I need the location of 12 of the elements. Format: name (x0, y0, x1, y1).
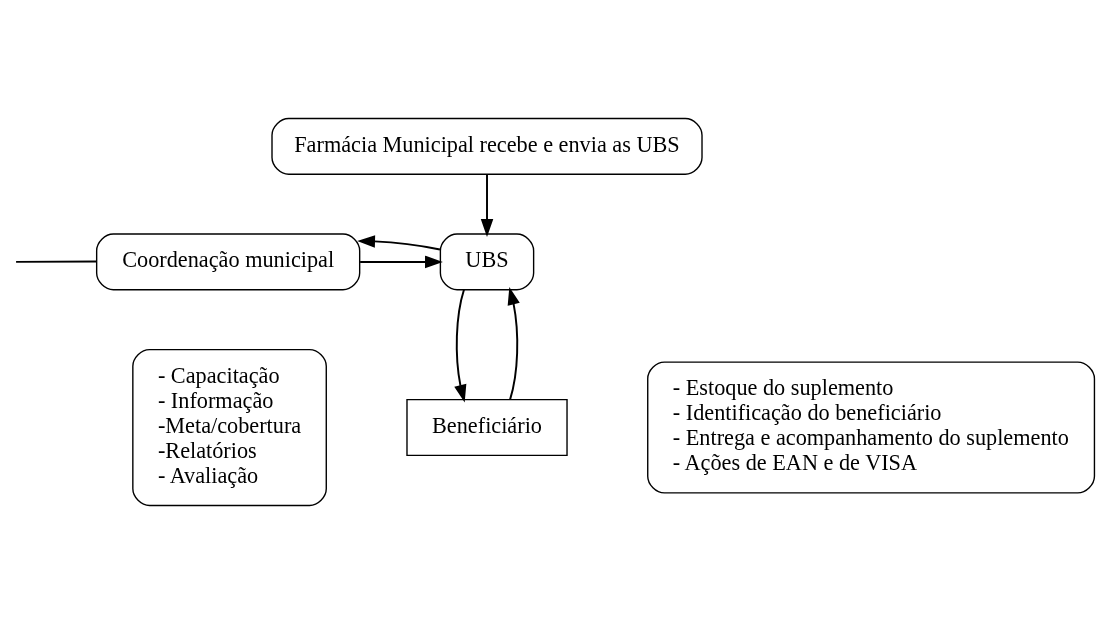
node-box: Beneficiário (406, 398, 568, 456)
arrow (359, 255, 443, 268)
arrow (480, 173, 494, 237)
node-box: Coordenação municipal (95, 232, 361, 290)
node-box: UBS (439, 232, 535, 290)
arrow (507, 286, 520, 401)
arrow (357, 234, 441, 250)
connector (15, 259, 98, 263)
node-box: - Capacitação - Informação -Meta/cobertura -Relatórios - Avaliação (132, 348, 327, 506)
node-box: - Estoque do suplemento - Identificação do beneficiário - Entrega e acompanhamento do suplemento - Ações de EAN e de VISA (647, 360, 1096, 494)
node-box: Farmácia Municipal recebe e envia as UBS (271, 117, 703, 175)
arrow (454, 288, 467, 402)
